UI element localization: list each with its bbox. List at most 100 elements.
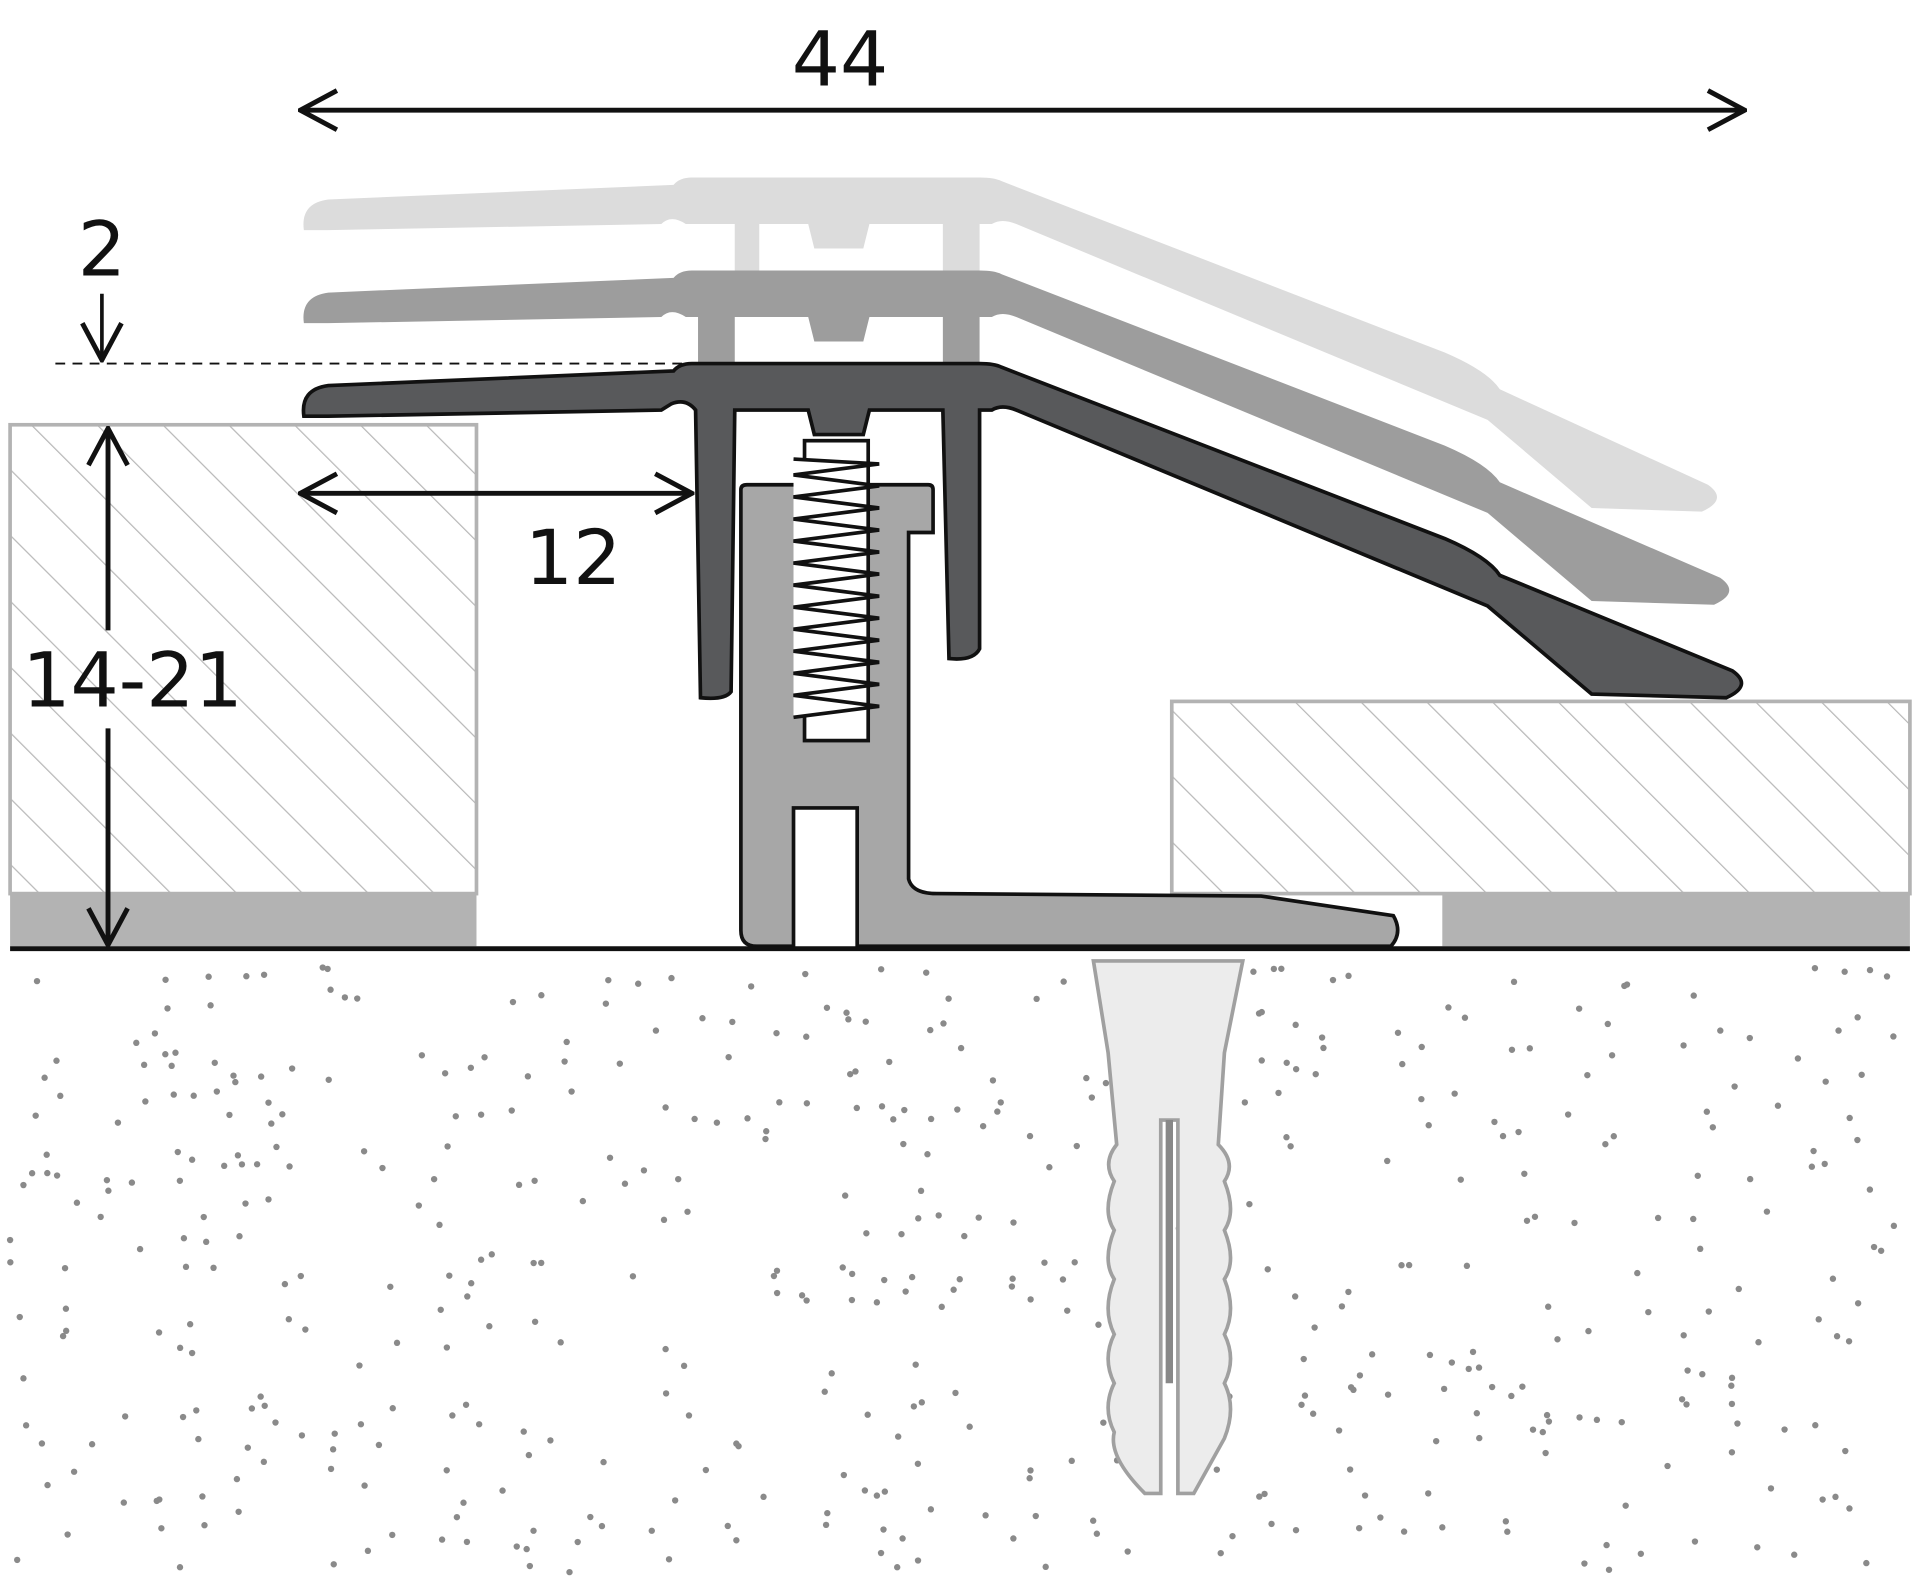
concrete-dot (128, 1179, 136, 1186)
concrete-dot (234, 1152, 242, 1159)
concrete-dot (265, 1099, 272, 1106)
concrete-dot (665, 1556, 673, 1563)
concrete-dot (1426, 1351, 1434, 1359)
concrete-dot (1008, 1283, 1016, 1290)
concrete-dot (668, 974, 675, 982)
concrete-dot (298, 1432, 306, 1439)
concrete-dot (1767, 1485, 1775, 1492)
concrete-dot (938, 1303, 945, 1311)
concrete-dot (441, 1070, 449, 1077)
concrete-dot (207, 1002, 214, 1009)
concrete-dot (319, 964, 326, 971)
concrete-dot (1703, 1108, 1711, 1115)
concrete-dot (1842, 1447, 1849, 1455)
concrete-dot (1311, 1324, 1318, 1331)
concrete-dot (1621, 982, 1628, 990)
concrete-dot (853, 1104, 860, 1112)
concrete-dot (331, 1430, 338, 1437)
concrete-dot (1576, 1414, 1583, 1421)
concrete-dot (1010, 1535, 1017, 1542)
concrete-dot (798, 1292, 806, 1299)
concrete-dot (120, 1499, 127, 1506)
concrete-dot (1440, 1385, 1448, 1393)
concrete-dot (155, 1329, 163, 1336)
concrete-dot (776, 1099, 783, 1106)
concrete-dot (1046, 1164, 1053, 1171)
concrete-dot (1301, 1392, 1309, 1399)
concrete-dot (1870, 1243, 1878, 1251)
concrete-dot (1059, 1276, 1067, 1283)
concrete-dot (881, 1488, 889, 1495)
concrete-dot (199, 1493, 206, 1500)
concrete-dot (1335, 1427, 1343, 1434)
concrete-dot (680, 1362, 688, 1370)
concrete-dot (59, 1332, 67, 1340)
concrete-dot (515, 1181, 523, 1189)
concrete-dot (1690, 992, 1697, 999)
concrete-dot (261, 1402, 268, 1409)
concrete-dot (1645, 1308, 1652, 1316)
concrete-dot (1473, 1410, 1481, 1417)
concrete-dot (242, 1200, 249, 1207)
concrete-dot (44, 1481, 51, 1489)
concrete-dot (1684, 1367, 1691, 1374)
concrete-dot (863, 1230, 870, 1237)
concrete-dot (724, 1522, 731, 1530)
concrete-dot (744, 1115, 751, 1122)
concrete-dot (1246, 1200, 1253, 1208)
concrete-dot (1451, 1090, 1458, 1097)
concrete-dot (57, 1092, 64, 1100)
concrete-dot (268, 1120, 275, 1127)
concrete-dot (762, 1135, 769, 1143)
concrete-dot (773, 1289, 781, 1297)
concrete-dot (354, 995, 361, 1002)
concrete-dot (415, 1202, 423, 1209)
concrete-dot (1746, 1175, 1754, 1183)
concrete-dot (508, 1107, 515, 1114)
concrete-dot (329, 1446, 337, 1453)
concrete-dot (20, 1375, 27, 1382)
concrete-dot (1292, 1526, 1300, 1534)
concrete-dot (1835, 1027, 1842, 1034)
concrete-dot (901, 1106, 908, 1114)
concrete-dot (97, 1213, 104, 1221)
concrete-dot (966, 1423, 973, 1430)
concrete-dot (557, 1339, 564, 1346)
concrete-dot (802, 970, 809, 978)
concrete-dot (1088, 1094, 1096, 1101)
concrete-dot (1361, 1492, 1369, 1499)
concrete-dot (923, 969, 930, 976)
concrete-dot (168, 1062, 175, 1070)
concrete-dot (1877, 1247, 1885, 1254)
concrete-dot (574, 1538, 581, 1546)
concrete-dot (211, 1059, 218, 1066)
concrete-dot (453, 1513, 461, 1521)
concrete-dot (1754, 1544, 1761, 1551)
concrete-dot (1312, 1070, 1319, 1078)
concrete-dot (894, 1564, 901, 1571)
concrete-dot (176, 1344, 184, 1352)
concrete-dot (606, 1154, 614, 1161)
concrete-dot (1519, 1383, 1526, 1390)
concrete-dot (182, 1263, 190, 1271)
concrete-dot (1318, 1034, 1326, 1041)
concrete-dot (602, 1000, 610, 1007)
concrete-dot (475, 1421, 483, 1428)
concrete-dot (1026, 1132, 1034, 1140)
concrete-dot (1728, 1382, 1735, 1389)
concrete-dot (325, 1076, 332, 1083)
concrete-dot (1425, 1122, 1432, 1129)
concrete-dot (179, 1413, 187, 1421)
concrete-dot (1542, 1449, 1549, 1457)
concrete-dot (438, 1536, 446, 1543)
concrete-dot (952, 1389, 959, 1397)
concrete-dot (1678, 1396, 1686, 1403)
concrete-dot (524, 1073, 532, 1080)
concrete-dot (873, 1299, 881, 1306)
concrete-dot (1504, 1528, 1511, 1535)
concrete-dot (950, 1286, 957, 1293)
concrete-dot (621, 1180, 629, 1187)
concrete-dot (248, 1405, 256, 1412)
concrete-dot (1575, 1005, 1583, 1012)
concrete-dot (531, 1177, 538, 1184)
